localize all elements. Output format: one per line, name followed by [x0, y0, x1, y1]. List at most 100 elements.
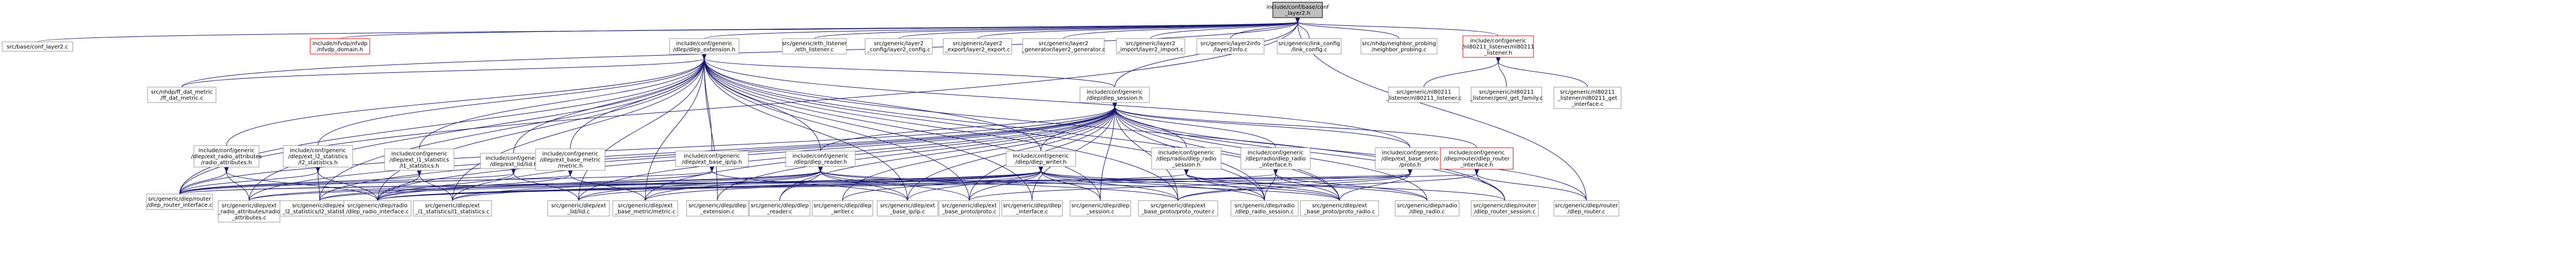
node-proto-c[interactable]: src/generic/dlep/ext_base_proto/proto.c	[938, 200, 1000, 217]
node-lid-c[interactable]: src/generic/dlep/ext_lid/lid.c	[547, 200, 610, 217]
node-dlep-radio-c[interactable]: src/generic/dlep/radio/dlep_radio.c	[1395, 200, 1460, 217]
node-label-line: include/conf/generic	[391, 151, 447, 157]
node-label-line: src/generic/dlep/radio	[347, 203, 407, 209]
node-ext-l2-statistics-h[interactable]: include/conf/generic/dlep/ext_l2_statist…	[283, 145, 353, 168]
node-box	[547, 200, 610, 217]
node-dlep-extension-c[interactable]: src/generic/dlep/dlep_extension.c	[686, 200, 749, 217]
node-dlep-router-c[interactable]: src/generic/dlep/router/dlep_router.c	[1553, 200, 1619, 217]
node-l1-statistics-c[interactable]: src/generic/dlep/ext_l1_statistics/l1_st…	[413, 200, 492, 217]
node-box	[1553, 200, 1619, 217]
node-label-line: /dlep_radio_session.c	[1235, 209, 1294, 215]
edge-dlep-session-h-to-ext-base-proto-h	[1115, 107, 1411, 148]
edge-root-to-layer2-generator	[1063, 22, 1298, 39]
node-label-line: src/generic/dlep/dlep	[1071, 203, 1129, 209]
edge-dlep-extension-h-to-dlep-radio-interface-c	[377, 58, 704, 201]
edge-dlep-extension-h-to-ext-radio-attributes-h	[226, 58, 704, 146]
node-genl-get-family[interactable]: src/generic/nl80211_listener/genl_get_fa…	[1470, 87, 1543, 103]
edge-dlep-extension-h-to-dlep-writer-h	[704, 58, 1041, 152]
node-dlep-radio-interface-c[interactable]: src/generic/dlep/radio/dlep_radio_interf…	[343, 200, 412, 217]
node-label-line: /dlep/radio/dlep_radio	[1156, 156, 1216, 162]
edge-dlep-writer-h-to-dlep-radio-session-c	[1041, 171, 1265, 201]
node-label-line: _listener/genl_get_family.c	[1470, 95, 1543, 101]
node-label-line: /proto.h	[1399, 162, 1421, 168]
node-box	[749, 200, 811, 217]
edge-dlep-reader-h-to-radio-attributes-c	[249, 171, 820, 201]
node-nl80211-listener-h[interactable]: include/conf/generic/nl80211_listener/nl…	[1462, 35, 1535, 58]
edge-dlep-reader-h-to-proto-c	[820, 171, 970, 201]
edge-dlep-session-h-to-dlep-router-c	[1115, 107, 1587, 201]
node-label-line: include/nfvdp/nfvdp	[312, 41, 368, 47]
node-dlep-session-c[interactable]: src/generic/dlep/dlep_session.c	[1070, 200, 1131, 217]
node-ext-base-proto-h[interactable]: include/conf/generic/dlep/ext_base_proto…	[1375, 147, 1445, 170]
edge-dlep-reader-h-to-dlep-reader-c	[779, 171, 820, 201]
node-box	[612, 200, 678, 217]
node-dlep-router-interface-h[interactable]: include/conf/generic/dlep/router/dlep_ro…	[1440, 147, 1514, 170]
edge-dlep-router-interface-h-to-proto-router-c	[1178, 174, 1477, 201]
node-label-line: _base_proto/proto_router.c	[1141, 209, 1214, 215]
node-dlep-extension-h[interactable]: include/conf/generic/dlep/dlep_extension…	[669, 38, 739, 55]
node-label-line: /metric.h	[558, 163, 582, 169]
node-ip-c[interactable]: src/generic/dlep/ext_base_ip/ip.c	[877, 200, 938, 217]
node-nl80211-listener-c[interactable]: src/generic/nl80211_listener/nl80211_lis…	[1386, 87, 1462, 103]
node-box	[812, 200, 873, 217]
node-ext-base-ip-h[interactable]: include/conf/generic/dlep/ext_base_ip/ip…	[675, 150, 749, 167]
node-metric-c[interactable]: src/generic/dlep/ext_base_metric/metric.…	[612, 200, 678, 217]
edge-dlep-radio-session-h-to-proto-radio-c	[1186, 174, 1340, 201]
node-dlep-reader-h[interactable]: include/conf/generic/dlep/dlep_reader.h	[785, 150, 856, 167]
node-dlep-radio-interface-h[interactable]: include/conf/generic/dlep/radio/dlep_rad…	[1240, 147, 1311, 170]
node-box	[1079, 87, 1150, 103]
edge-dlep-session-h-to-dlep-session-c	[1100, 107, 1115, 201]
node-label-line: /neighbor_probing.c	[1371, 47, 1427, 53]
node-layer2-generator[interactable]: src/generic/layer2_generator/layer2_gene…	[1021, 38, 1105, 55]
node-ext-base-metric-h[interactable]: include/conf/generic/dlep/ext_base_metri…	[535, 148, 606, 171]
node-box	[1360, 38, 1438, 55]
node-dlep-radio-session-h[interactable]: include/conf/generic/dlep/radio/dlep_rad…	[1151, 147, 1222, 170]
node-box	[1070, 200, 1131, 217]
node-label-line: /dlep/ext_base_ip/ip.h	[682, 159, 742, 165]
edge-dlep-extension-h-to-proto-router-c	[704, 58, 1179, 201]
node-label-line: _l2_statistics/l2_statistics.c	[282, 209, 357, 215]
node-label-line: _layer2.h	[1284, 10, 1310, 17]
node-dlep-writer-h[interactable]: include/conf/generic/dlep/dlep_writer.h	[1006, 150, 1076, 167]
node-label-line: _generator/layer2_generator.c	[1021, 47, 1105, 53]
node-label-line: src/generic/dlep/router	[1473, 203, 1537, 209]
edge-dlep-extension-h-to-metric-c	[645, 58, 704, 201]
edge-root-to-dlep-router-c	[1298, 22, 1587, 201]
node-label-line: _interface.h	[1460, 162, 1493, 168]
node-label-line: _config/layer2_config.c	[867, 47, 931, 53]
node-label-line: _import/layer2_import.c	[1117, 47, 1184, 53]
node-link-config[interactable]: src/generic/link_config/link_config.c	[1277, 38, 1342, 55]
node-ff-dat-metric[interactable]: src/nhdp/ff_dat_metric/ff_dat_metric.c	[147, 87, 217, 103]
node-label-line: /ff_dat_metric.c	[160, 95, 203, 101]
node-conf-layer2-c[interactable]: src/base/conf_layer2.c	[2, 41, 73, 52]
node-nfvdp-domain[interactable]: include/nfvdp/nfvdp/nfvdp_domain.h	[310, 38, 370, 55]
node-proto-router-c[interactable]: src/generic/dlep/ext_base_proto/proto_ro…	[1138, 200, 1218, 217]
node-dlep-router-session-c[interactable]: src/generic/dlep/router/dlep_router_sess…	[1471, 200, 1539, 217]
node-label-line: /dlep/dlep_extension.h	[673, 47, 735, 53]
node-nl80211-get-interface[interactable]: src/generic/nl80211_listener/nl80211_get…	[1553, 87, 1622, 109]
node-dlep-interface-c[interactable]: src/generic/dlep/dlep_interface.c	[1001, 200, 1063, 217]
edge-dlep-reader-h-to-metric-c	[645, 171, 820, 201]
node-dlep-writer-c[interactable]: src/generic/dlep/dlep_writer.c	[812, 200, 873, 217]
node-ext-radio-attributes-h[interactable]: include/conf/generic/dlep/ext_radio_attr…	[191, 145, 262, 168]
node-layer2info[interactable]: src/generic/layer2info/layer2info.c	[1196, 38, 1265, 55]
node-dlep-reader-c[interactable]: src/generic/dlep/dlep_reader.c	[749, 200, 811, 217]
node-box	[310, 38, 370, 55]
node-dlep-radio-session-c[interactable]: src/generic/dlep/radio/dlep_radio_sessio…	[1230, 200, 1299, 217]
node-eth-listener[interactable]: src/generic/eth_listener/eth_listener.c	[782, 38, 847, 55]
edge-dlep-extension-h-to-lid-c	[578, 58, 704, 201]
node-label-line: include/conf/base/conf	[1266, 4, 1329, 10]
node-dlep-session-h[interactable]: include/conf/generic/dlep/dlep_session.h	[1079, 87, 1150, 103]
node-layer2-config[interactable]: src/generic/layer2_config/layer2_config.…	[865, 38, 933, 55]
node-layer2-import[interactable]: src/generic/layer2_import/layer2_import.…	[1116, 38, 1185, 55]
node-label-line: include/conf/generic	[1087, 89, 1143, 95]
edge-dlep-session-h-to-dlep-router-interface-h	[1115, 107, 1477, 148]
node-neighbor-probing[interactable]: src/nhdp/neighbor_probing/neighbor_probi…	[1360, 38, 1438, 55]
node-ext-l1-statistics-h[interactable]: include/conf/generic/dlep/ext_l1_statist…	[384, 148, 455, 171]
node-radio-attributes-c[interactable]: src/generic/dlep/ext_radio_attributes/ra…	[217, 200, 280, 223]
edge-ext-lid-h-to-dlep-radio-interface-c	[377, 173, 514, 201]
node-layer2-export[interactable]: src/generic/layer2_export/layer2_export.…	[943, 38, 1012, 55]
node-dlep-router-interface-c[interactable]: src/generic/dlep/router/dlep_router_inte…	[146, 194, 213, 210]
node-proto-radio-c[interactable]: src/generic/dlep/ext_base_proto/proto_ra…	[1300, 200, 1379, 217]
node-box	[1375, 147, 1445, 170]
